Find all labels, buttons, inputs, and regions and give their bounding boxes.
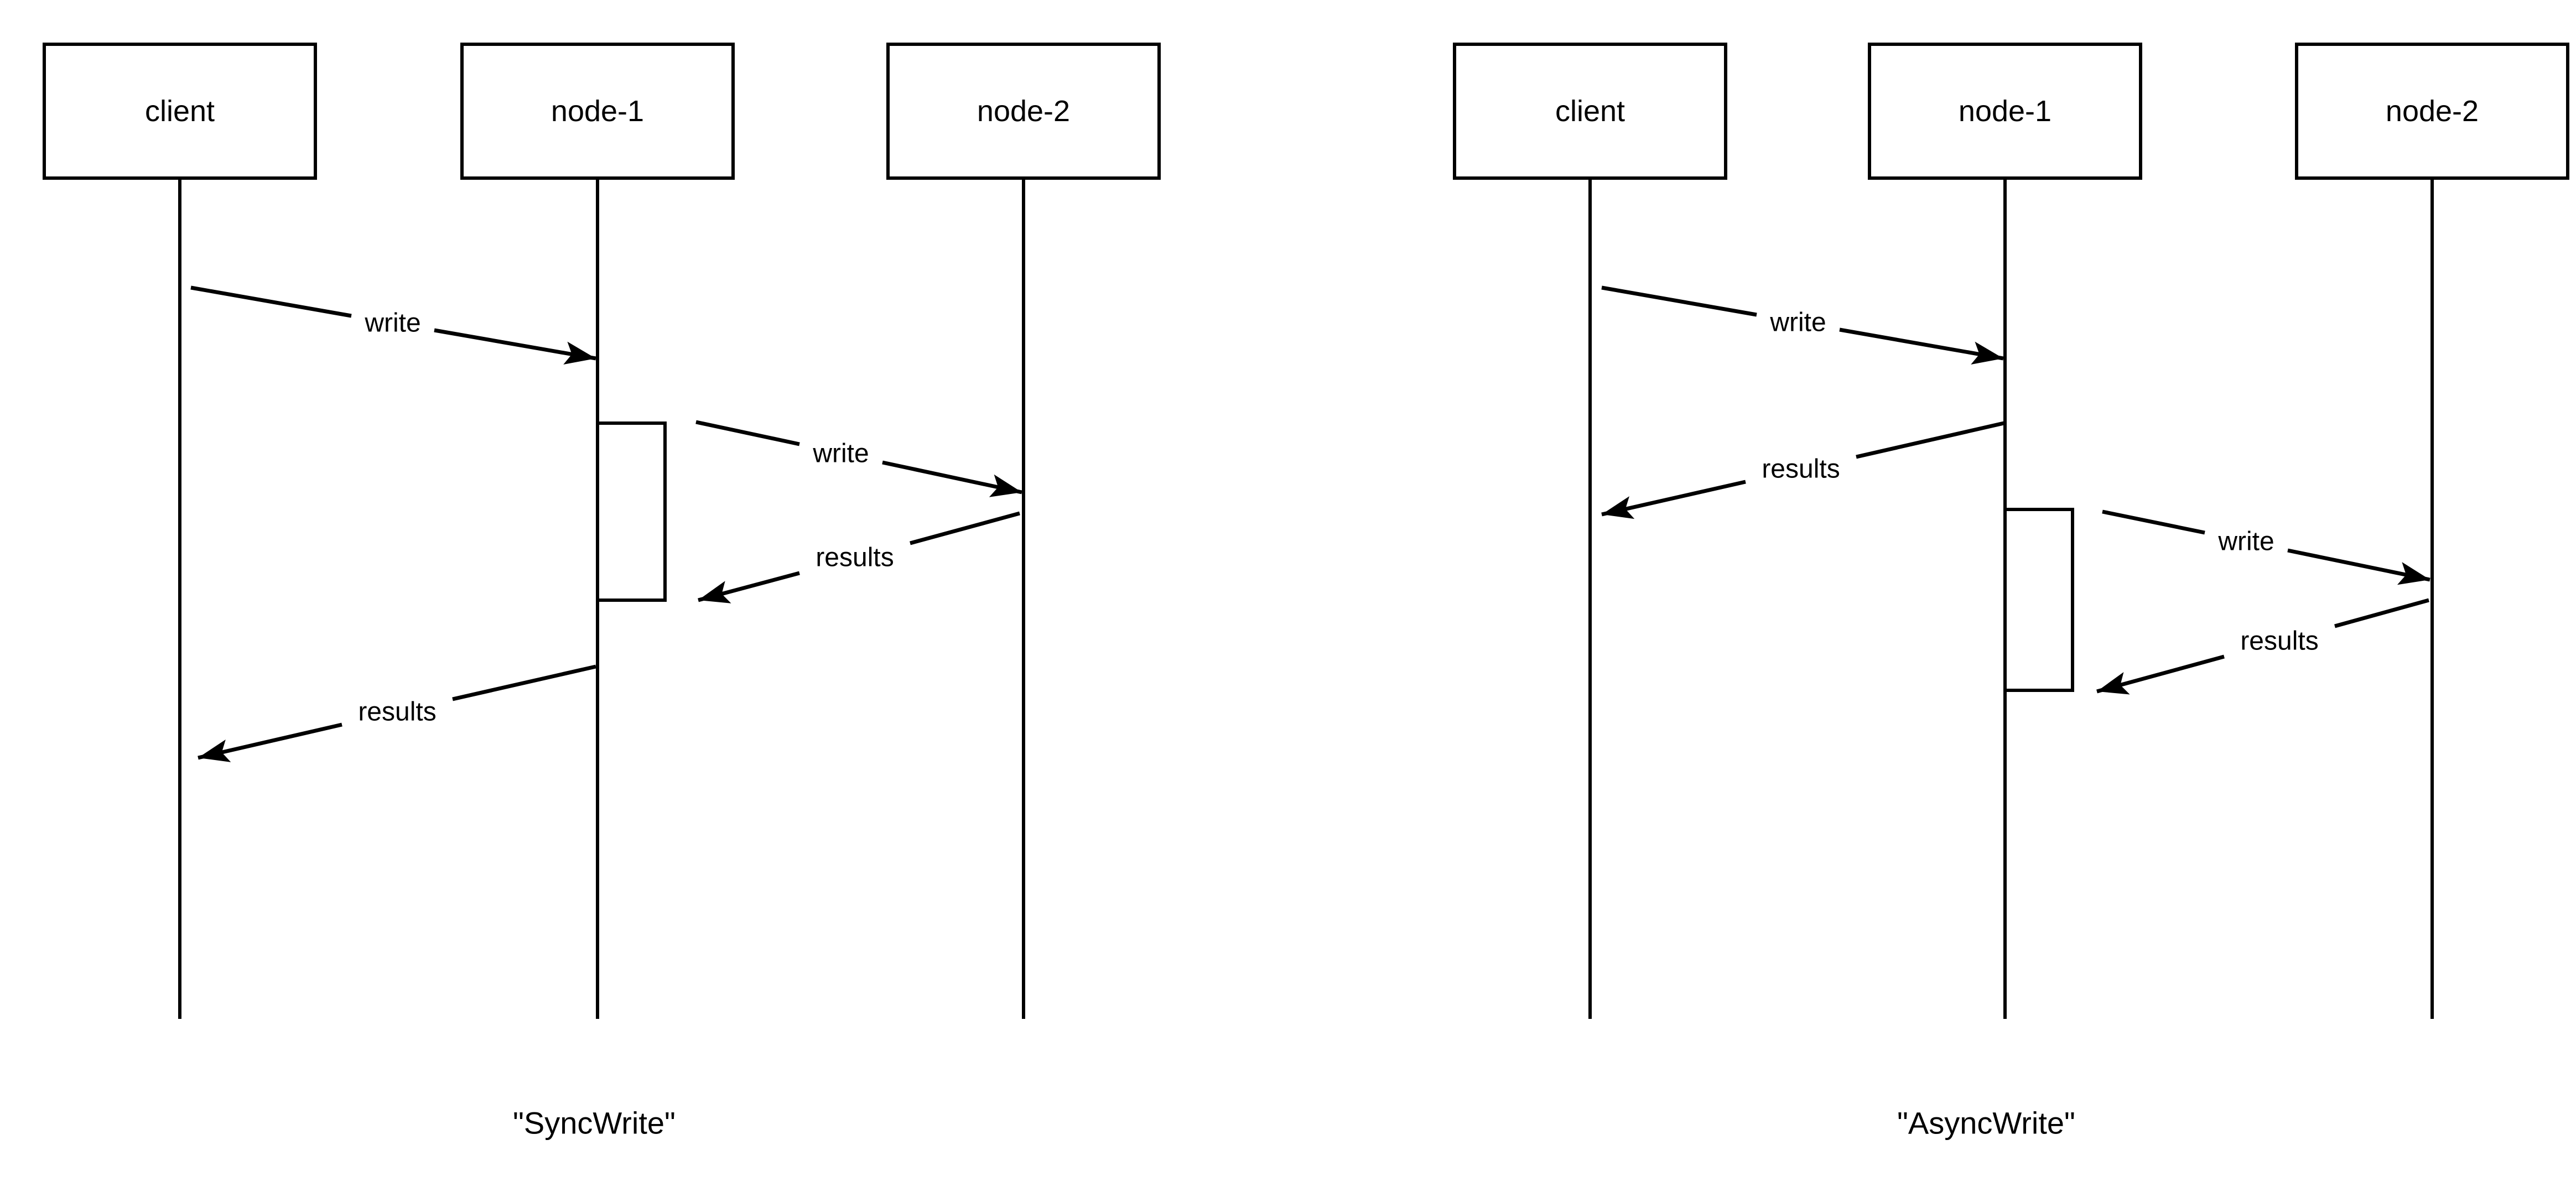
message-line	[434, 328, 596, 365]
message-label-results: results	[816, 543, 894, 573]
actor-box-client	[1453, 43, 1727, 180]
message-label-write: write	[364, 309, 420, 338]
message-label-results: results	[358, 698, 436, 727]
actor-box-client	[43, 43, 317, 180]
diagram-caption-syncwrite: "SyncWrite"	[513, 1106, 676, 1141]
message-line	[2102, 509, 2205, 535]
activation-bar-node-1	[2003, 508, 2074, 692]
message-label-write: write	[1769, 308, 1826, 337]
message-line	[882, 460, 1022, 497]
message-line	[190, 285, 352, 318]
actor-box-node-2	[886, 43, 1161, 180]
message-label-write: write	[812, 439, 869, 469]
diagram-caption-asyncwrite: "AsyncWrite"	[1897, 1106, 2075, 1141]
message-line	[695, 420, 800, 446]
sync-write-diagram: client node-1 node-2 write write results…	[43, 43, 1161, 1141]
message-line	[452, 664, 596, 701]
message-line	[2287, 548, 2430, 585]
message-line	[2334, 598, 2429, 628]
message-label-results: results	[1762, 455, 1840, 484]
message-line	[910, 511, 1020, 545]
async-write-diagram: client node-1 node-2 write results write…	[1453, 43, 2569, 1141]
actor-label-node-1: node-1	[1959, 95, 2052, 128]
message-line	[1856, 421, 2004, 459]
message-line	[198, 722, 342, 762]
message-line	[698, 571, 800, 603]
activation-bar-node-1	[596, 421, 667, 602]
actor-label-node-1: node-1	[551, 95, 644, 128]
actor-box-node-2	[2295, 43, 2569, 180]
message-line	[1839, 327, 2004, 365]
actor-box-node-1	[460, 43, 735, 180]
message-line	[1601, 285, 1757, 317]
actor-label-node-2: node-2	[2386, 95, 2479, 128]
actor-label-client: client	[1555, 95, 1625, 128]
message-label-write: write	[2217, 527, 2274, 556]
actor-box-node-1	[1868, 43, 2142, 180]
message-line	[2096, 654, 2225, 695]
message-line	[1601, 480, 1746, 519]
message-label-results: results	[2240, 627, 2318, 656]
actor-label-node-2: node-2	[977, 95, 1070, 128]
actor-label-client: client	[145, 95, 215, 128]
